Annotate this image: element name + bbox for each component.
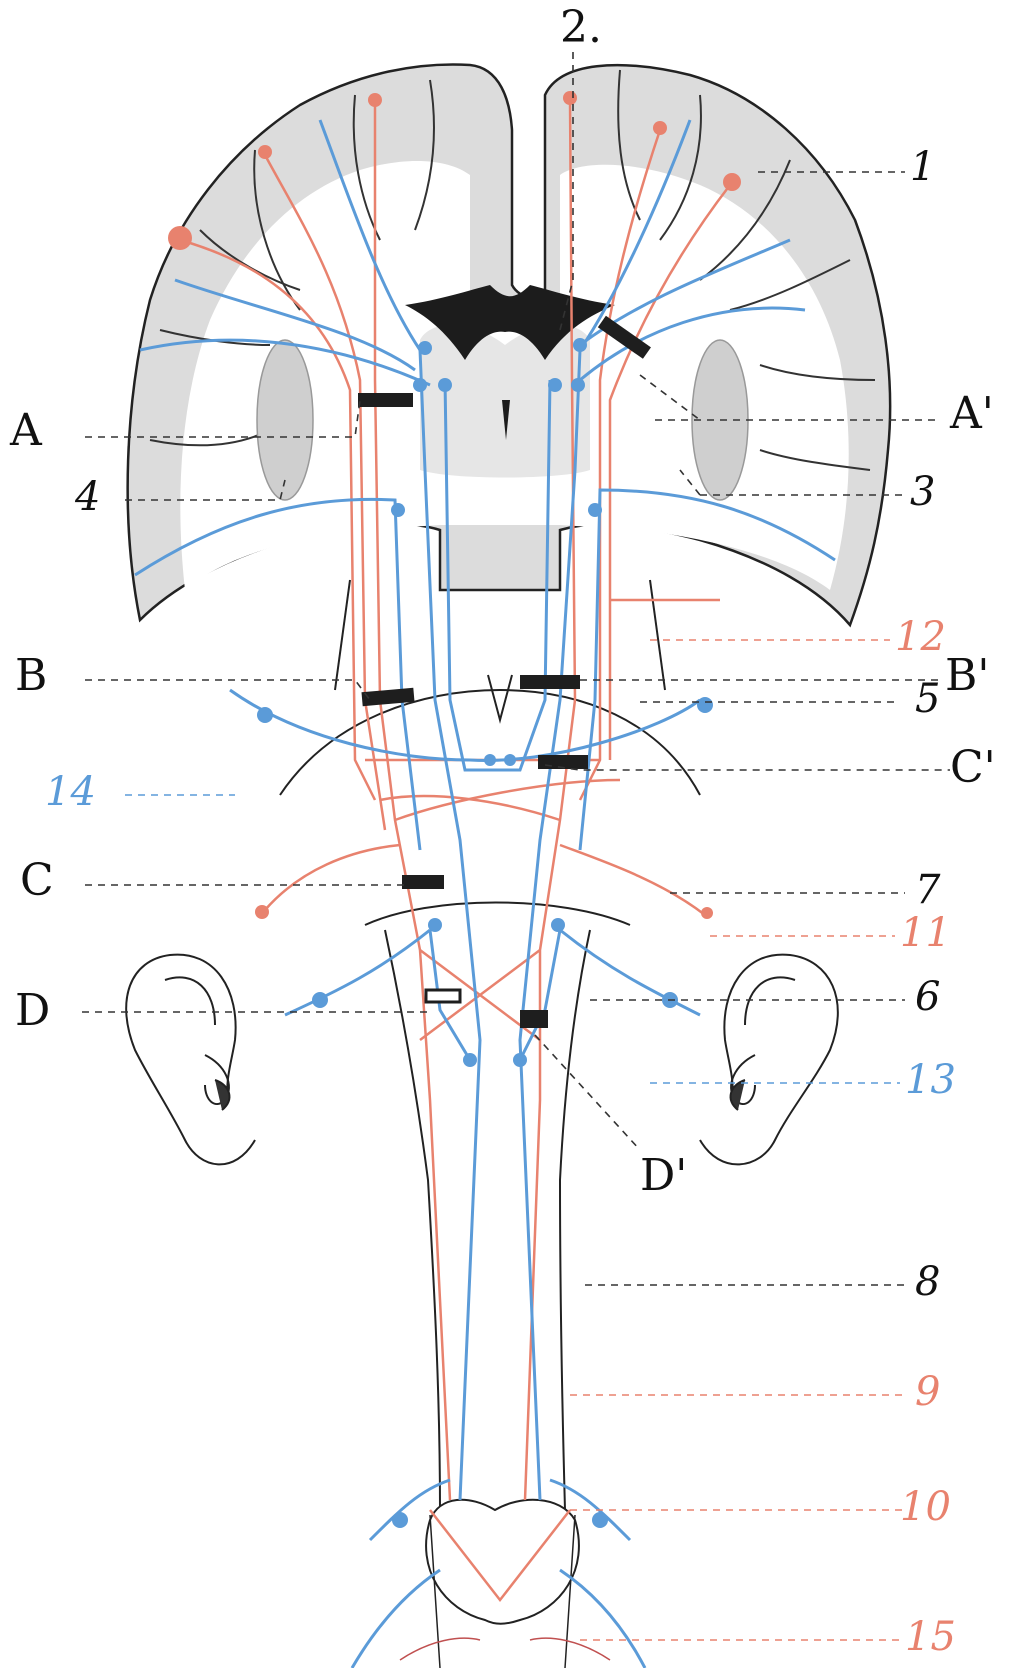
label-B: B <box>15 650 47 701</box>
cord-right <box>560 930 590 1510</box>
label-A-prime: A' <box>949 388 994 439</box>
label-12: 12 <box>895 614 946 660</box>
label-1: 1 <box>910 144 935 190</box>
brainstem-outline <box>280 580 700 1510</box>
ear-right-icon <box>700 955 838 1165</box>
brain-cross-section <box>128 64 890 625</box>
label-A: A <box>9 405 43 456</box>
label-C-prime: C' <box>950 742 996 793</box>
label-5: 5 <box>915 676 940 722</box>
label-4: 4 <box>74 474 100 520</box>
label-2: 2. <box>560 2 602 53</box>
label-9: 9 <box>915 1369 940 1415</box>
label-D-prime: D' <box>640 1150 687 1201</box>
lesion-C <box>402 875 444 889</box>
label-11: 11 <box>900 910 951 956</box>
label-8: 8 <box>915 1259 940 1305</box>
lesion-B-prime <box>520 675 580 689</box>
lentiform-left <box>257 340 313 500</box>
label-6: 6 <box>915 974 940 1020</box>
lesion-D <box>426 990 460 1002</box>
ear-left-icon <box>126 955 255 1165</box>
cord-left <box>385 930 440 1510</box>
label-B-prime: B' <box>945 650 989 701</box>
peduncle-left <box>335 580 350 690</box>
lesion-A <box>358 393 413 407</box>
label-D: D <box>15 985 50 1036</box>
midline-notch <box>488 675 512 720</box>
label-13: 13 <box>905 1057 956 1103</box>
label-15: 15 <box>905 1614 956 1660</box>
label-7: 7 <box>915 867 941 913</box>
label-14: 14 <box>45 769 96 815</box>
peduncle-right <box>650 580 665 690</box>
lesion-D-prime <box>520 1010 548 1028</box>
label-3: 3 <box>910 469 935 515</box>
medulla-top <box>365 903 630 926</box>
label-C: C <box>20 855 54 906</box>
label-10: 10 <box>900 1484 951 1530</box>
